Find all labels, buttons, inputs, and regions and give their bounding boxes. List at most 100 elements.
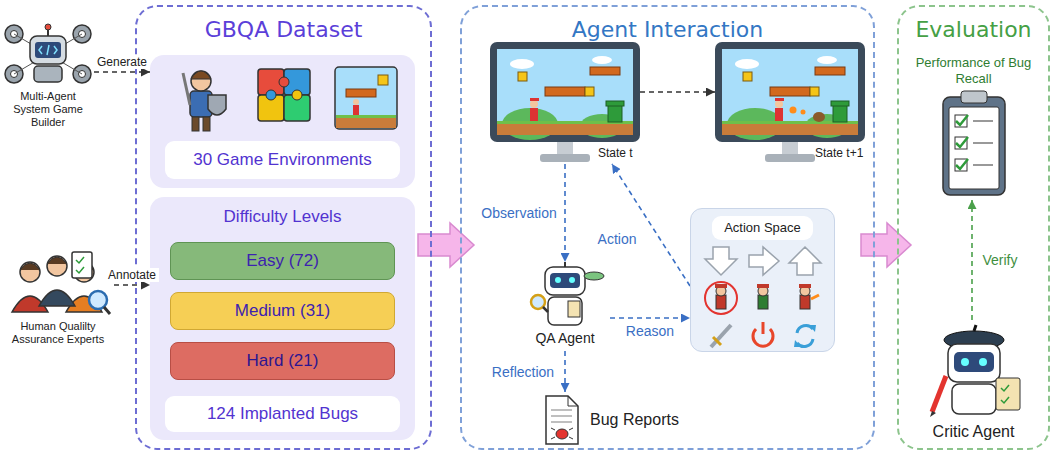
selection-ring xyxy=(705,282,737,314)
pencil-icon xyxy=(930,411,936,417)
antenna xyxy=(45,24,51,30)
robot-body xyxy=(34,66,62,82)
arrow-key xyxy=(789,247,821,275)
puzzle-knob xyxy=(292,90,302,100)
game-monitor: State t+1 xyxy=(715,42,865,164)
player xyxy=(775,98,784,101)
hero-head xyxy=(191,71,211,91)
pipe xyxy=(608,105,622,122)
ground xyxy=(336,117,396,128)
pipe xyxy=(831,101,849,106)
person-hair xyxy=(20,263,40,270)
label-pill: 30 Game Environments xyxy=(165,141,400,179)
dashed-arrow xyxy=(114,284,150,286)
clipboard-icon xyxy=(568,301,580,317)
dashed-arrow xyxy=(612,164,690,286)
robot-visor xyxy=(954,352,994,372)
beret xyxy=(974,325,976,331)
arrow-key xyxy=(705,247,737,275)
block-arrow xyxy=(861,223,911,267)
robot-head xyxy=(30,36,66,64)
person-head xyxy=(20,262,40,282)
magnifier-icon xyxy=(89,291,107,309)
node-label: Hard (21) xyxy=(247,351,319,371)
dataset-box: Difficulty Levels124 Implanted BugsEasy … xyxy=(150,197,415,440)
node-label: Difficulty Levels xyxy=(150,207,415,227)
sprite xyxy=(799,284,811,288)
node-label: Evaluation xyxy=(899,17,1048,43)
check-mark xyxy=(956,159,968,169)
player xyxy=(775,100,783,108)
brick-row xyxy=(815,67,845,75)
brick-row xyxy=(770,87,810,96)
node-label: Human Qualilty Assurance Experts xyxy=(2,320,114,346)
level-band: Hard (21) xyxy=(170,342,395,380)
player xyxy=(530,108,538,121)
bonus-block xyxy=(378,75,388,85)
refresh-icon xyxy=(794,325,816,347)
robot-eye xyxy=(569,277,575,283)
bonus-block xyxy=(743,72,752,81)
icon-group xyxy=(715,42,865,162)
magnifier-icon xyxy=(104,307,110,314)
agent-builder: Multi-Agent System Game Builder xyxy=(2,22,94,134)
power-icon xyxy=(762,322,765,334)
panel: Agent InteractionState tState t+1QA Agen… xyxy=(460,5,875,450)
sprite xyxy=(716,295,726,309)
block-arrow xyxy=(418,223,474,267)
text-line xyxy=(973,120,993,122)
node-label: Multi-Agent System Game Builder xyxy=(2,90,94,130)
pipe xyxy=(833,105,847,122)
robot-body xyxy=(952,384,996,414)
sprite xyxy=(811,295,819,299)
ground xyxy=(722,122,858,135)
grass xyxy=(336,115,396,118)
text-line xyxy=(973,164,993,166)
icon-group xyxy=(546,396,578,444)
sword-icon xyxy=(711,325,731,347)
icon-group xyxy=(490,42,640,162)
brick-row xyxy=(590,67,620,75)
hero-leg xyxy=(203,117,210,131)
monitor-frame xyxy=(490,42,640,142)
player xyxy=(775,108,783,121)
metric-clipboard: Performance of Bug Recall xyxy=(905,55,1042,200)
person-hair xyxy=(47,257,67,264)
label-pill: Action Space xyxy=(712,216,813,240)
node-label: GBQA Dataset xyxy=(137,17,430,43)
player xyxy=(353,99,359,105)
magnifier-icon xyxy=(543,307,548,312)
node-label: QA Agent xyxy=(520,330,610,347)
dashed-arrow xyxy=(610,317,690,319)
panel: GBQA Dataset 30 Game EnvironmentsDifficul… xyxy=(135,5,432,450)
icon-group xyxy=(943,91,1005,195)
bug-report: Bug Reports xyxy=(540,392,690,448)
check-box xyxy=(955,159,967,171)
robot-head xyxy=(948,344,1000,382)
check-box xyxy=(955,115,967,127)
check-mark xyxy=(956,137,968,147)
sword xyxy=(183,73,190,105)
icon-group xyxy=(531,262,604,325)
dataset-box: 30 Game Environments xyxy=(150,55,415,188)
node-label: Bug Reports xyxy=(590,410,679,429)
clipboard-icon xyxy=(943,97,1005,195)
player xyxy=(353,105,359,115)
enemy xyxy=(813,112,825,122)
bug-icon xyxy=(551,428,573,439)
fireball xyxy=(801,110,806,115)
cloud xyxy=(592,56,612,64)
puzzle-knob xyxy=(266,90,276,100)
check-box xyxy=(955,137,967,149)
ground xyxy=(497,122,633,135)
edge-label: Observation xyxy=(478,205,559,221)
node-label: Performance of Bug Recall xyxy=(905,55,1042,86)
dashed-arrow xyxy=(971,200,973,320)
edge-label: Verify xyxy=(979,252,1020,268)
player xyxy=(530,100,538,108)
cloud xyxy=(817,56,837,64)
hero-hair xyxy=(191,71,211,79)
icon-group xyxy=(12,252,110,314)
clipboard-icon xyxy=(72,252,92,278)
edge-label: Annotate xyxy=(105,268,159,282)
